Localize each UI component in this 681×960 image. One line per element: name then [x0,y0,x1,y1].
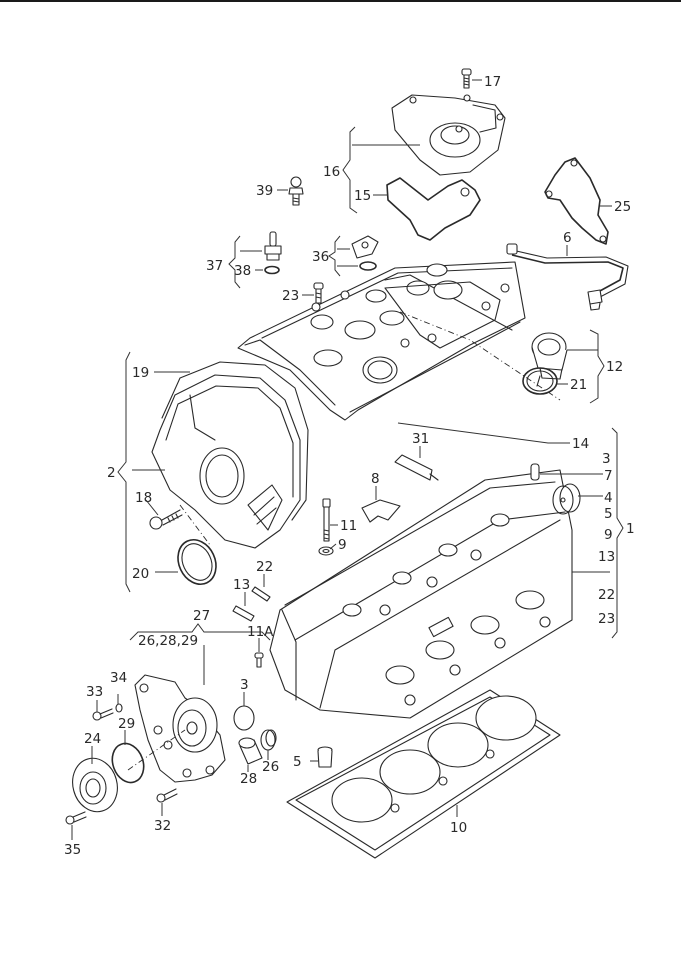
top-border [0,0,681,2]
stud-13 [232,605,255,622]
callout-6[interactable]: 6 [563,230,572,246]
valve-cover [237,261,526,421]
callout-3-left[interactable]: 3 [240,677,249,693]
callout-24[interactable]: 24 [84,731,101,747]
callout-12[interactable]: 12 [606,359,623,375]
callout-23-upper[interactable]: 23 [282,288,299,304]
callout-36[interactable]: 36 [312,249,329,265]
bolt-23 [313,282,324,304]
washer-34 [115,703,123,713]
callout-9-left[interactable]: 9 [338,537,347,553]
callout-34[interactable]: 34 [110,670,127,686]
callout-19[interactable]: 19 [132,365,149,381]
callout-13-left[interactable]: 13 [233,577,250,593]
callout-27-subparts[interactable]: 26,28,29 [138,633,198,649]
callout-14[interactable]: 14 [572,436,589,452]
callout-39[interactable]: 39 [256,183,273,199]
pipe-6 [506,243,629,311]
callout-2[interactable]: 2 [107,465,116,481]
callout-25[interactable]: 25 [614,199,631,215]
sealant-tube-31 [394,454,439,481]
callout-20[interactable]: 20 [132,566,149,582]
bolt-11a [254,652,264,668]
oil-filler-cap [531,332,568,380]
callout-17[interactable]: 17 [484,74,501,90]
wedge-8 [361,499,401,523]
callout-3-right[interactable]: 3 [602,451,611,467]
sprocket-4 [552,483,581,515]
callout-7[interactable]: 7 [604,468,613,484]
callout-35[interactable]: 35 [64,842,81,858]
vacuum-pump-27 [134,674,226,783]
callout-32[interactable]: 32 [154,818,171,834]
callout-26[interactable]: 26 [262,759,279,775]
plug-28 [238,737,263,765]
vent-fitting-37 [264,231,282,275]
bolt-35 [65,811,87,825]
callout-22-left[interactable]: 22 [256,559,273,575]
callout-9-right[interactable]: 9 [604,527,613,543]
sender-36 [351,235,379,271]
seal-5 [317,746,333,768]
callout-23-right[interactable]: 23 [598,611,615,627]
callout-10[interactable]: 10 [450,820,467,836]
bolt-17 [461,68,472,89]
separator-gasket [386,177,481,241]
bolt-18 [149,509,183,530]
callout-38[interactable]: 38 [234,263,251,279]
callout-5-left[interactable]: 5 [293,754,302,770]
oil-separator [391,94,506,176]
cover-plate-24 [72,757,118,813]
callout-22-right[interactable]: 22 [598,587,615,603]
callout-29[interactable]: 29 [118,716,135,732]
callout-11[interactable]: 11 [340,518,357,534]
bolt-32 [156,788,178,803]
callout-8[interactable]: 8 [371,471,380,487]
plug-3 [233,705,255,731]
bolt-33 [92,708,114,721]
leader-lines [71,79,624,840]
ball-stud-39 [288,176,304,206]
callout-1[interactable]: 1 [626,521,635,537]
callout-16[interactable]: 16 [323,164,340,180]
callout-13-right[interactable]: 13 [598,549,615,565]
callout-33[interactable]: 33 [86,684,103,700]
stud-22 [251,586,271,602]
seal-20 [177,539,217,585]
callout-11a[interactable]: 11A [247,624,274,640]
callout-31[interactable]: 31 [412,431,429,447]
callout-28[interactable]: 28 [240,771,257,787]
head-gasket [286,689,561,859]
gasket-25 [544,157,609,245]
head-bolt-11 [318,498,334,556]
callout-4[interactable]: 4 [604,490,613,506]
cylinder-head [269,469,573,719]
plug-26 [260,729,277,751]
callout-37[interactable]: 37 [206,258,223,274]
callout-21[interactable]: 21 [570,377,587,393]
callout-5-right[interactable]: 5 [604,506,613,522]
callout-18[interactable]: 18 [135,490,152,506]
timing-cover [151,361,309,549]
alignment-line [179,504,211,546]
callout-27[interactable]: 27 [193,608,210,624]
callout-labels: 17 16 15 39 25 6 37 38 36 23 12 21 19 2 … [64,74,635,858]
alignment-line [399,311,561,401]
oring-29 [111,742,145,784]
lifter-7 [530,463,540,481]
seal-21 [522,367,558,395]
callout-15[interactable]: 15 [354,188,371,204]
